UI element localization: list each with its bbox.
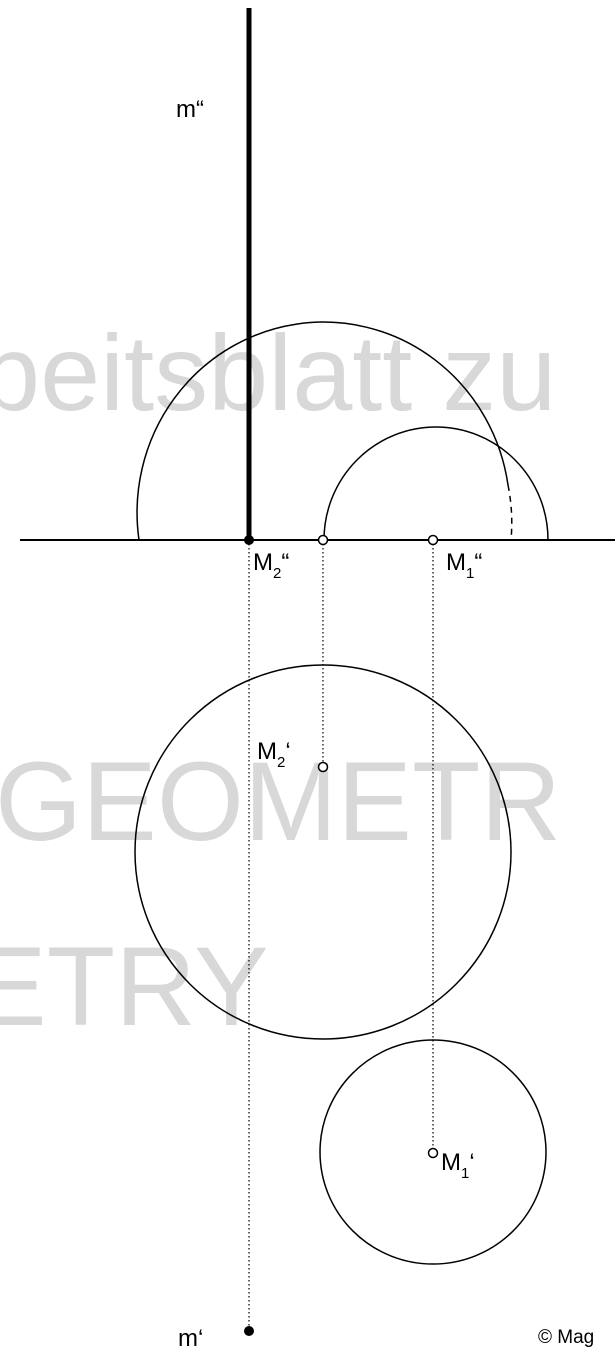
point-M2-front — [244, 535, 254, 545]
label-M2-front: M2“ — [253, 549, 289, 582]
label-M1-top: M1‘ — [441, 1149, 475, 1182]
point-M1-top — [427, 1147, 439, 1159]
point-M1-front — [427, 534, 439, 546]
semicircle-large — [136, 321, 509, 541]
label-M2-top: M2‘ — [257, 738, 291, 771]
watermark-line-3: ETRY — [0, 924, 269, 1049]
semicircle-small — [323, 426, 549, 541]
label-M1-front: M1“ — [446, 549, 482, 582]
point-M2-top — [317, 761, 329, 773]
label-m-top: m‘ — [178, 1325, 203, 1352]
point-m-top — [244, 1326, 254, 1336]
point-on-axis-left — [317, 534, 329, 546]
watermark-line-2: GEOMETR — [0, 739, 561, 864]
copyright-text: © Mag — [538, 1327, 594, 1348]
label-m-front: m“ — [176, 96, 204, 123]
circle-top-view-small — [319, 1039, 547, 1265]
circle-top-view-large — [134, 664, 512, 1040]
watermark-line-1: beitsblatt zu — [0, 312, 556, 433]
semicircle-large-hidden-part — [507, 484, 513, 541]
